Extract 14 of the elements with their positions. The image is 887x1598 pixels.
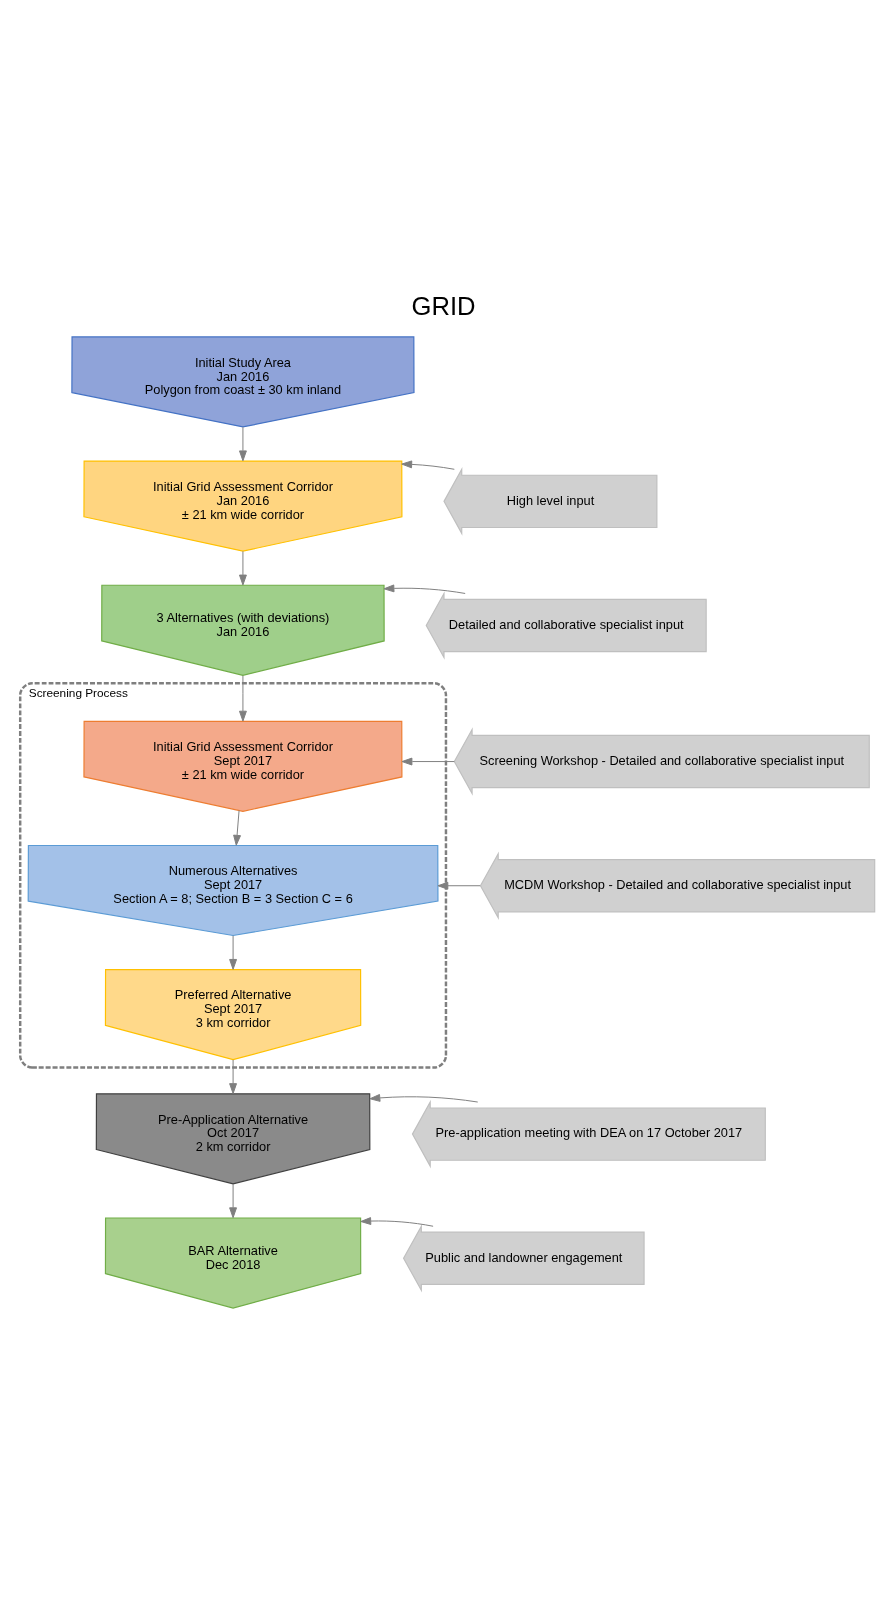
arrow bbox=[369, 1093, 479, 1103]
arrow bbox=[239, 550, 247, 585]
arrow bbox=[233, 809, 241, 846]
arrow bbox=[239, 674, 247, 722]
diagram-title: GRID bbox=[411, 291, 476, 320]
arrow bbox=[437, 881, 481, 890]
arrow bbox=[229, 1183, 238, 1218]
arrow bbox=[229, 1058, 238, 1094]
arrow bbox=[229, 934, 238, 970]
arrow bbox=[239, 426, 247, 461]
arrow bbox=[401, 757, 455, 765]
arrow bbox=[401, 459, 455, 470]
arrow bbox=[383, 583, 466, 594]
arrow bbox=[360, 1216, 434, 1227]
